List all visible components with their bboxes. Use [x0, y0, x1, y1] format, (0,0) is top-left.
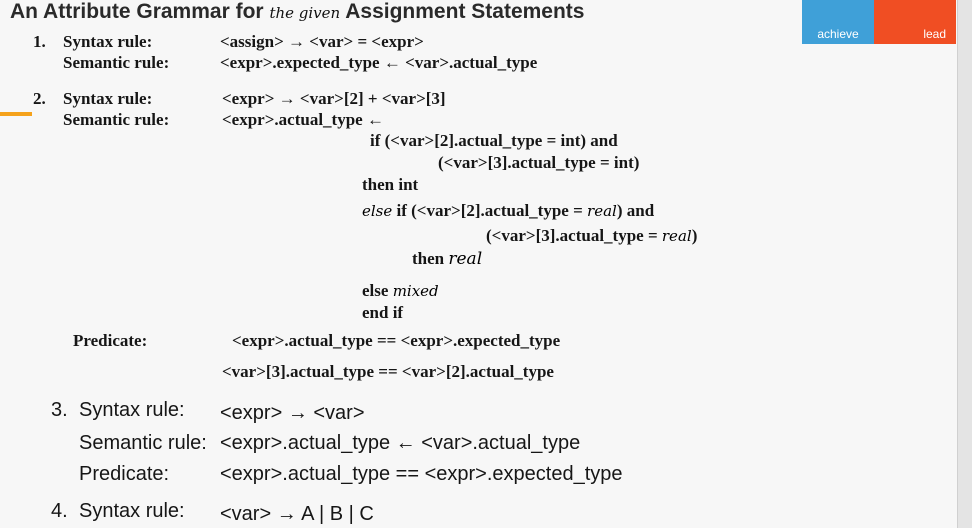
rule4-number: 4.: [51, 500, 68, 522]
handwritten-real-2: real: [661, 227, 692, 245]
rule2-then-real: then real: [412, 249, 482, 269]
handwritten-mixed: mixed: [392, 282, 439, 300]
rule2-end-if: end if: [362, 303, 404, 322]
rule2-syntax: <expr> → <var>[2] + <var>[3]: [222, 89, 446, 108]
elseif-cond-a: if (<var>[2].actual_type =: [396, 201, 583, 220]
rule2-number: 2.: [33, 89, 46, 108]
elseif-cond-2b: ): [691, 226, 698, 245]
rule3-semantic-label: Semantic rule:: [79, 432, 207, 454]
logo-achieve: achieve: [802, 0, 874, 44]
rule2-semantic: <expr>.actual_type ←: [222, 110, 384, 129]
rule1-syntax-label: Syntax rule:: [63, 32, 153, 51]
rule1-number: 1.: [33, 32, 46, 51]
rule2-predicate-label: Predicate:: [73, 331, 148, 350]
rule2-then-int: then int: [362, 175, 419, 194]
then-label: then: [412, 249, 445, 268]
rule3-syntax-label: Syntax rule:: [79, 399, 185, 421]
elseif-cond-2a: (<var>[3].actual_type =: [486, 226, 658, 245]
rule3-semantic: <expr>.actual_type ← <var>.actual_type: [220, 432, 581, 454]
title-part-2: Assignment Statements: [345, 0, 585, 23]
rule2-if-line-1: if (<var>[2].actual_type = int) and: [370, 131, 618, 150]
rule2-semantic-label: Semantic rule:: [63, 110, 170, 129]
title-part-1: An Attribute Grammar for: [10, 0, 264, 23]
rule2-if-line-2: (<var>[3].actual_type = int): [438, 153, 640, 172]
elseif-cond-b: ) and: [616, 201, 655, 220]
handwritten-real-3: real: [448, 249, 483, 269]
rule1-syntax: <assign> → <var> = <expr>: [220, 32, 424, 51]
rule4-syntax: <var> → A | B | C: [220, 503, 374, 525]
rule2-elseif-line-1: else if (<var>[2].actual_type = real) an…: [362, 201, 654, 221]
rule2-else-mixed: else mixed: [362, 281, 439, 301]
handwritten-real-1: real: [587, 202, 617, 220]
title-handwritten-annotation: the given: [269, 4, 341, 22]
rule2-syntax-label: Syntax rule:: [63, 89, 153, 108]
else-label: else: [362, 281, 389, 300]
rule3-predicate-label: Predicate:: [79, 463, 170, 485]
rule2-predicate-2: <var>[3].actual_type == <var>[2].actual_…: [222, 362, 554, 381]
rule2-predicate-1: <expr>.actual_type == <expr>.expected_ty…: [232, 331, 561, 350]
pointer-highlight-mark: [0, 112, 32, 116]
rule4-syntax-label: Syntax rule:: [79, 500, 185, 522]
rule1-semantic-label: Semantic rule:: [63, 53, 170, 72]
rule3-number: 3.: [51, 399, 68, 421]
window-scrollbar[interactable]: [957, 0, 972, 528]
handwritten-else: else: [362, 202, 393, 220]
logo-lead: lead: [874, 0, 956, 44]
rule3-predicate: <expr>.actual_type == <expr>.expected_ty…: [220, 463, 623, 485]
rule2-elseif-line-2: (<var>[3].actual_type = real): [486, 226, 697, 246]
rule1-semantic: <expr>.expected_type ← <var>.actual_type: [220, 53, 538, 72]
brand-logo: achieve lead: [802, 0, 956, 44]
slide-title: An Attribute Grammar for the given Assig…: [10, 0, 584, 24]
rule3-syntax: <expr> → <var>: [220, 402, 365, 424]
